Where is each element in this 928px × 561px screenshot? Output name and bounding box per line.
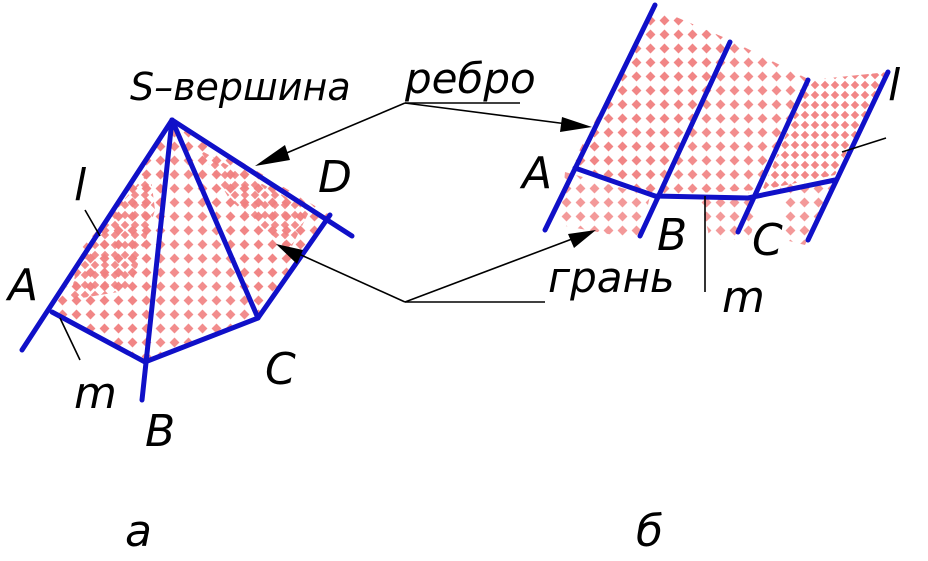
pyramid-label-d: D: [318, 152, 352, 203]
face-label: грань: [548, 253, 675, 302]
pyramid-label-a: A: [5, 260, 38, 311]
prism-label-l: l: [888, 60, 901, 111]
annotation-leaders: [59, 102, 596, 361]
prism-l-leader: [841, 137, 887, 153]
prism-face-bc-lower: [700, 192, 760, 240]
figure-a-pyramid: [19, 117, 355, 403]
edge-arrowhead-a: [255, 145, 290, 166]
pyramid-label-c: C: [265, 344, 296, 395]
vertex-label: S–вершина: [130, 65, 351, 109]
prism-label-m: m: [722, 272, 765, 323]
pyramid-face-sab-dense: [70, 170, 155, 300]
pyramid-label-m: m: [74, 368, 117, 419]
face-leader-b: [404, 235, 581, 303]
pyramid-face-scd-dense: [200, 150, 310, 250]
pyramid-l-leader: [84, 209, 101, 237]
prism-edge-a: [542, 2, 658, 233]
pyramid-face-sbc: [145, 120, 258, 362]
caption-a: a: [125, 506, 152, 557]
prism-label-b: B: [657, 210, 687, 261]
pyramid-label-l: l: [74, 160, 87, 211]
pyramid-m-leader: [59, 317, 81, 361]
edge-leader-b: [404, 102, 576, 126]
edge-sb: [139, 117, 175, 403]
edge-leader-a: [269, 102, 406, 161]
prism-label-a: A: [519, 148, 552, 199]
edge-cd: [255, 212, 333, 321]
face-leader-a: [289, 249, 406, 303]
edge-sd: [169, 117, 355, 239]
prism-face-cl: [762, 72, 888, 190]
prism-face-ab: [570, 8, 730, 195]
face-arrowhead-a: [276, 244, 303, 264]
labels: S–вершина ребро D l A m B C a грань A B …: [5, 54, 901, 557]
edge-arrowhead-b: [560, 117, 592, 132]
prism-face-cl-lower: [780, 178, 835, 245]
prism-edge-b: [637, 39, 733, 239]
prism-face-ab-lower: [560, 172, 650, 240]
pyramid-label-b: B: [145, 406, 175, 457]
prism-edge-c: [735, 77, 811, 235]
edge-label: ребро: [404, 54, 536, 103]
edge-sa: [19, 117, 175, 353]
prism-base: [572, 165, 838, 201]
figure-b-prism: [542, 2, 891, 292]
face-arrowhead-b: [568, 230, 596, 248]
caption-b: б: [636, 506, 663, 557]
prism-label-c: C: [752, 215, 783, 266]
base-line-m: [49, 309, 261, 365]
prism-edge-l: [805, 69, 891, 243]
edge-sc: [169, 117, 261, 321]
